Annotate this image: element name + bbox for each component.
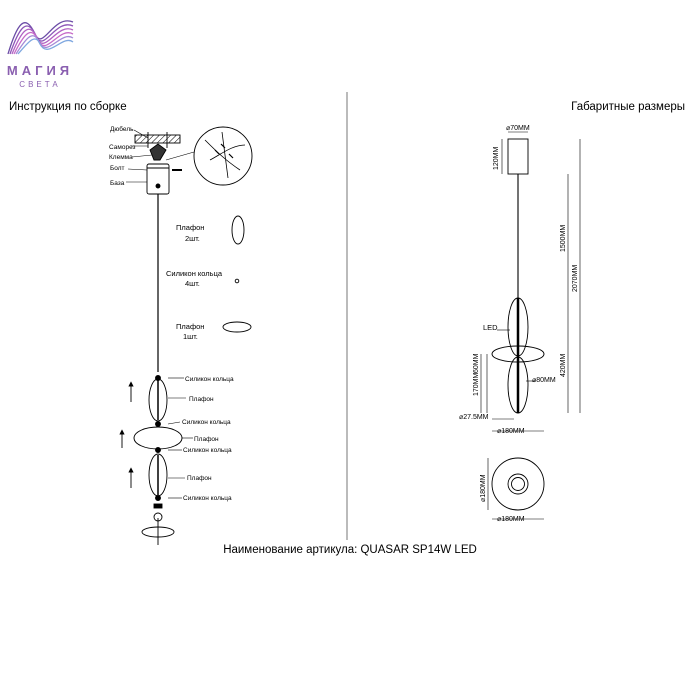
logo-subtitle: СВЕТА [19,80,61,89]
label-silikon-b: Силикон кольца [182,419,231,426]
dim-label-d70: ⌀70MM [506,125,530,132]
label-silikon-c: Силикон кольца [183,447,232,454]
dim-canopy [507,138,529,175]
dim-label-h1500: 1500MM [560,225,567,252]
canopy-base [146,163,170,195]
dimension-diagram [480,131,581,520]
dim-label-h60: 60MM [473,353,480,373]
dim-label-d180-b: ⌀180MM [497,516,525,523]
label-silikon-4b: 4шт. [185,279,200,288]
assembly-heading: Инструкция по сборке [9,101,127,113]
assembly-diagram [119,126,253,545]
label-dubel: Дюбель [110,125,134,133]
detail-circle [193,126,253,186]
dim-label-h420: 420MM [560,353,567,377]
dim-label-led: LED [483,323,498,332]
label-silikon-a: Силикон кольца [185,376,234,383]
brand-logo [7,20,74,55]
label-plafon-a: Плафон [189,396,214,403]
article-name: Наименование артикула: QUASAR SP14W LED [223,544,477,556]
dim-label-d275: ⌀27.5MM [459,414,489,421]
dim-label-h120: 120MM [493,146,500,170]
loose-shade-a [231,215,245,245]
dim-label-h170: 170MM [473,372,480,396]
label-silikon-4a: Силикон кольца [166,269,223,278]
shade-upper [148,378,168,422]
label-baza: База [110,180,125,187]
label-plafon-1b: 1шт. [183,332,198,341]
label-plafon-c: Плафон [187,475,212,482]
shade-disc [133,426,183,450]
loose-shade-b [222,321,252,333]
label-klemma: Клемма [109,154,133,161]
label-bolt: Болт [110,165,125,172]
dim-label-d180-a: ⌀180MM [497,428,525,435]
label-silikon-d: Силикон кольца [183,495,232,502]
dim-label-d80: ⌀80MM [532,377,556,384]
label-samorez: Саморез [109,144,136,151]
label-plafon-1a: Плафон [176,322,204,331]
label-plafon-2a: Плафон [176,223,204,232]
label-plafon-b: Плафон [194,436,219,443]
ceiling-hatch [134,134,181,144]
dim-bottom-ring [507,473,529,495]
dim-bottom-outer [491,457,545,511]
label-plafon-2b: 2шт. [185,234,200,243]
dim-label-h2070: 2070MM [572,265,579,292]
dim-label-d180-side: ⌀180MM [480,474,487,502]
logo-wordmark: МАГИЯ [6,63,74,78]
dimensions-heading: Габаритные размеры [571,101,685,113]
